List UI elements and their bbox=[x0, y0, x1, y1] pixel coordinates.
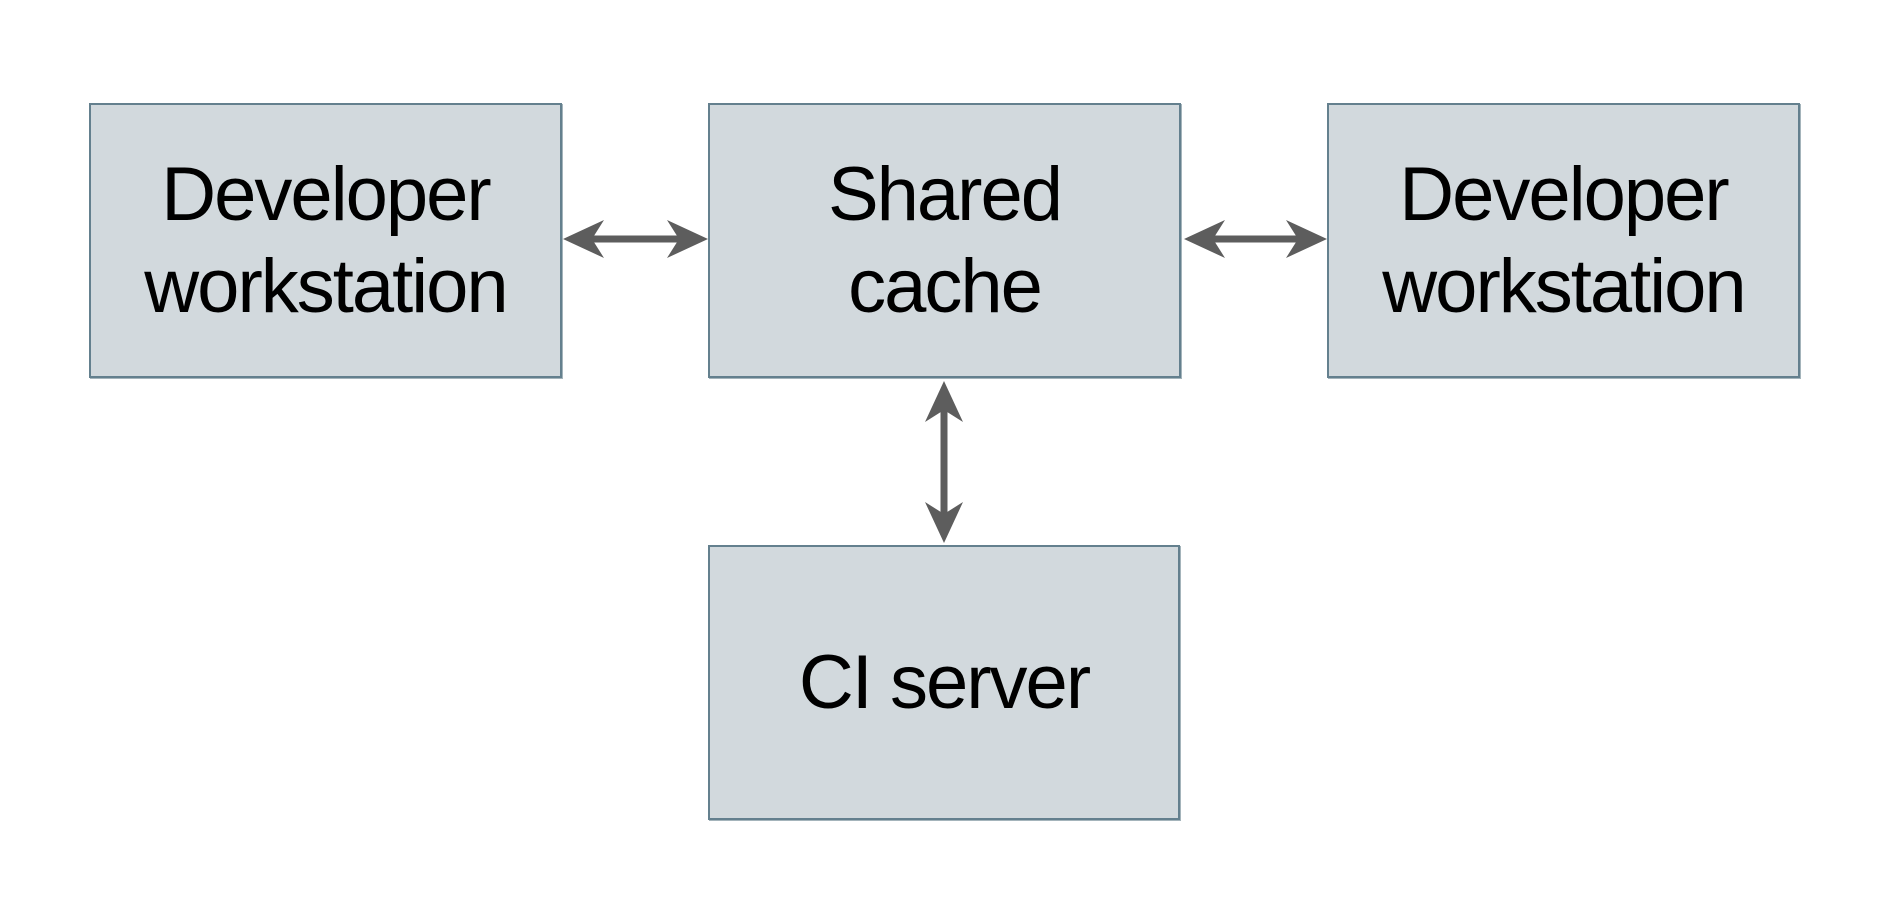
arrow-workstation-left-cache bbox=[563, 220, 708, 258]
arrowhead-left-icon bbox=[1184, 220, 1225, 258]
arrowhead-up-icon bbox=[925, 381, 963, 422]
arrowhead-right-icon bbox=[1286, 220, 1327, 258]
node-label: Shared cache bbox=[827, 152, 1063, 329]
arrow-cache-ci-server bbox=[925, 381, 963, 543]
arrow-cache-workstation-right bbox=[1184, 220, 1327, 258]
arrowhead-right-icon bbox=[667, 220, 708, 258]
node-shared-cache: Shared cache bbox=[708, 103, 1181, 378]
node-developer-workstation-right: Developer workstation bbox=[1327, 103, 1800, 378]
node-label: Developer workstation bbox=[144, 152, 508, 329]
arrowhead-left-icon bbox=[563, 220, 604, 258]
node-developer-workstation-left: Developer workstation bbox=[89, 103, 562, 378]
node-ci-server: CI server bbox=[708, 545, 1180, 820]
node-label: CI server bbox=[798, 639, 1091, 725]
node-label: Developer workstation bbox=[1382, 152, 1746, 329]
arrowhead-down-icon bbox=[925, 502, 963, 543]
